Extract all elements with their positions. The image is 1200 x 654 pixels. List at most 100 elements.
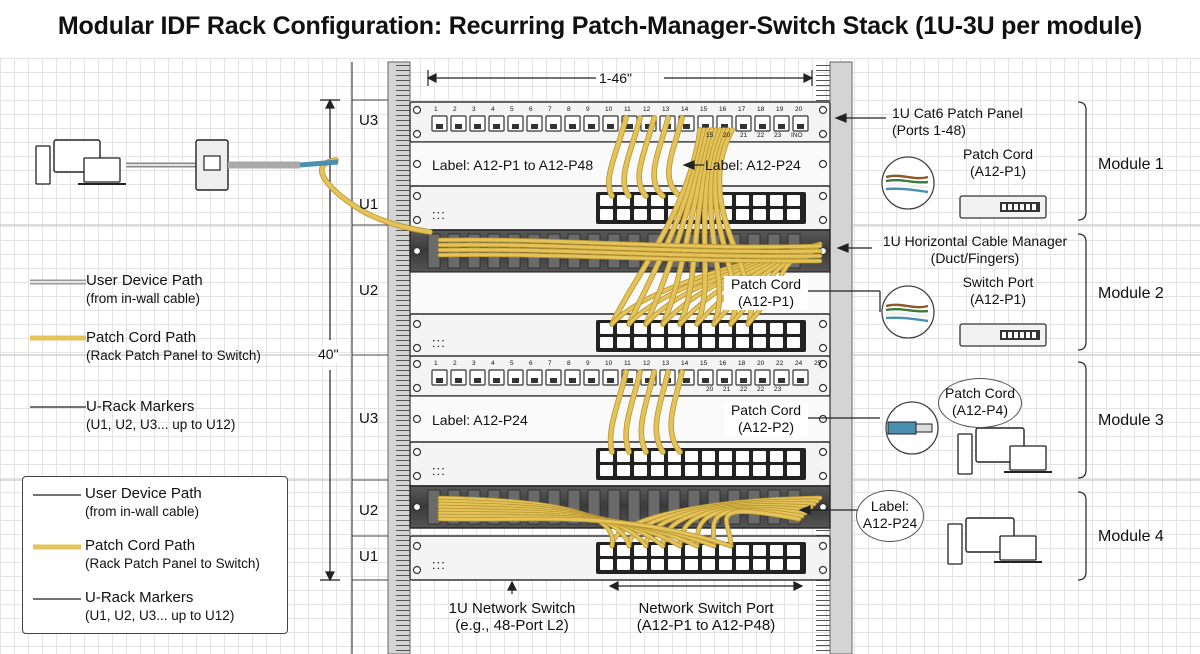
port-number: 24 bbox=[795, 360, 803, 367]
rack-screw bbox=[818, 129, 828, 139]
unit-label: U2 bbox=[359, 502, 379, 519]
rack-screw bbox=[818, 541, 828, 551]
rack-screw bbox=[818, 159, 828, 169]
rack-screw bbox=[818, 447, 828, 457]
switch-icon-port bbox=[1008, 332, 1012, 338]
patch-port bbox=[507, 115, 524, 132]
patch-port-latch bbox=[436, 124, 443, 129]
patch-port-latch bbox=[550, 378, 557, 383]
switch-port bbox=[770, 323, 783, 334]
switch-port bbox=[617, 323, 630, 334]
switch-port bbox=[719, 451, 732, 462]
patch-port-latch bbox=[531, 378, 538, 383]
patch-port bbox=[716, 369, 733, 386]
rack-screw bbox=[818, 343, 828, 353]
rack-screw bbox=[412, 447, 422, 457]
unit-label: U3 bbox=[359, 410, 379, 427]
switch-port bbox=[651, 323, 664, 334]
patch-cord bbox=[724, 509, 801, 548]
port-number: 12 bbox=[643, 106, 651, 113]
switch-port bbox=[736, 209, 749, 220]
switch-port bbox=[719, 323, 732, 334]
switch-port bbox=[617, 451, 630, 462]
switch-status-dots: ::: bbox=[432, 557, 446, 572]
port-number: 4 bbox=[491, 106, 495, 113]
patch-port-latch bbox=[607, 378, 614, 383]
rack-screw bbox=[412, 565, 422, 575]
pc-tower-icon bbox=[35, 145, 51, 185]
port-number: 6 bbox=[529, 360, 533, 367]
patch-cord bbox=[438, 253, 822, 263]
switch-port bbox=[651, 337, 664, 348]
switch-port bbox=[787, 209, 800, 220]
patch-cord-callout-rack-2: Patch Cord(A12-P2) bbox=[724, 402, 808, 436]
label-circle-callout: Label:A12-P24 bbox=[856, 490, 924, 542]
switch-port bbox=[753, 209, 766, 220]
rack-screw bbox=[818, 105, 828, 115]
switch-port bbox=[600, 195, 613, 206]
switch-icon-port bbox=[1014, 332, 1018, 338]
cable-manager-callout: 1U Horizontal Cable Manager(Duct/Fingers… bbox=[882, 233, 1068, 266]
port-number: 21 bbox=[723, 386, 731, 393]
rack-screw bbox=[412, 246, 422, 256]
patch-cord bbox=[438, 248, 822, 258]
patch-port-latch bbox=[607, 124, 614, 129]
switch-port bbox=[634, 465, 647, 476]
patch-port-latch bbox=[683, 378, 690, 383]
rack-screw bbox=[412, 319, 422, 329]
rack-screw bbox=[412, 414, 422, 424]
patch-port bbox=[697, 369, 714, 386]
height-dimension bbox=[320, 98, 340, 582]
pc-tower-icon bbox=[947, 523, 963, 565]
panel-label-left: Label: A12-P1 to A12-P48 bbox=[432, 157, 594, 173]
panel-label-right: Label: A12-P24 bbox=[705, 157, 801, 173]
patch-port-latch bbox=[588, 378, 595, 383]
switch-port bbox=[753, 559, 766, 570]
rack-screw bbox=[412, 129, 422, 139]
switch-port bbox=[787, 451, 800, 462]
patch-port-latch bbox=[493, 378, 500, 383]
switch-port bbox=[668, 337, 681, 348]
rack-screw bbox=[412, 105, 422, 115]
port-number: 19 bbox=[776, 106, 784, 113]
port-number: 14 bbox=[681, 360, 689, 367]
user-device-cluster bbox=[35, 139, 339, 191]
patch-port bbox=[773, 115, 790, 132]
legend-swatches bbox=[30, 279, 86, 408]
module-label: Module 1 bbox=[1098, 156, 1164, 173]
switch-port bbox=[685, 465, 698, 476]
patch-cord bbox=[661, 128, 714, 326]
network-switch-callout: 1U Network Switch(e.g., 48-Port L2) bbox=[448, 600, 576, 634]
port-number: 7 bbox=[548, 360, 552, 367]
switch-port bbox=[600, 323, 613, 334]
switch-icon-port bbox=[1002, 204, 1006, 210]
manager-finger bbox=[627, 489, 641, 525]
rack-screw bbox=[818, 359, 828, 369]
switch-port bbox=[770, 545, 783, 556]
patch-cord bbox=[622, 116, 642, 198]
port-number: 16 bbox=[719, 360, 727, 367]
port-number: 10 bbox=[605, 360, 613, 367]
port-number: 7 bbox=[548, 106, 552, 113]
patch-port-latch bbox=[797, 124, 804, 129]
width-label: 1-46" bbox=[599, 70, 632, 86]
switch-port bbox=[617, 559, 630, 570]
port-number: 15 bbox=[700, 106, 708, 113]
patch-port bbox=[507, 369, 524, 386]
switch-port bbox=[702, 545, 715, 556]
port-number: 20 bbox=[723, 132, 731, 139]
patch-cord-callout-rack-1: Patch Cord(A12-P1) bbox=[724, 276, 808, 310]
switch-port bbox=[719, 559, 732, 570]
switch-port bbox=[736, 545, 749, 556]
patch-port bbox=[431, 369, 448, 386]
patch-cord bbox=[666, 116, 684, 198]
switch-icon-port bbox=[1020, 332, 1024, 338]
switch-port bbox=[600, 465, 613, 476]
callout-leaders bbox=[507, 113, 886, 594]
port-number: 20 bbox=[757, 360, 765, 367]
legend-user-device: User Device Path(from in-wall cable) bbox=[86, 272, 203, 306]
switch-port bbox=[787, 559, 800, 570]
rack-screw bbox=[412, 383, 422, 393]
port-number: 13 bbox=[662, 360, 670, 367]
patch-port-latch bbox=[740, 378, 747, 383]
